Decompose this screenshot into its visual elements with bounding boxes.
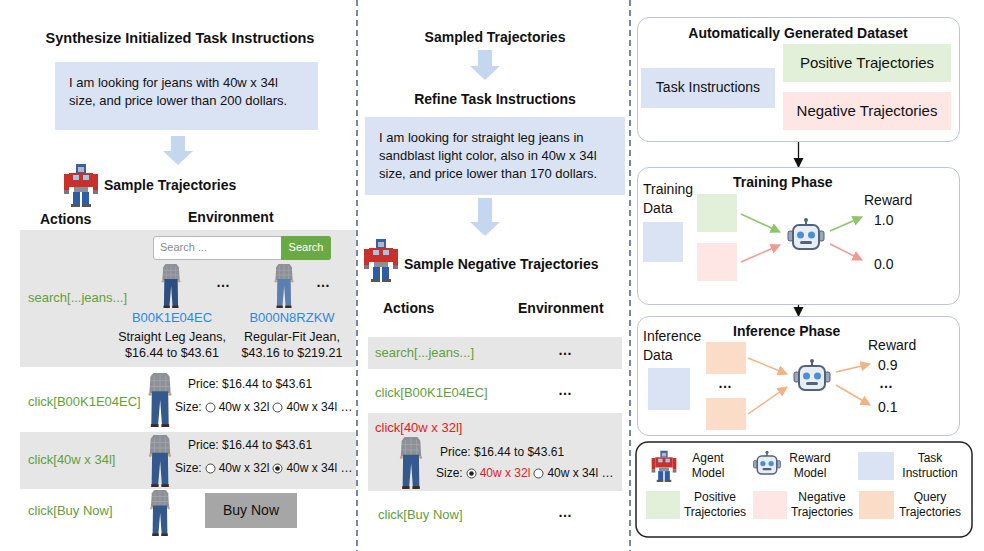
instruction-text: I am looking for jeans with 40w x 34l si… xyxy=(69,74,304,110)
legend-swatch xyxy=(753,491,787,519)
panel-title: Inference Phase xyxy=(733,323,840,341)
ellipsis: … xyxy=(558,342,573,358)
price-text: Price: $16.44 to $43.61 xyxy=(440,445,564,460)
product-id: B000N8RZKW xyxy=(233,310,351,326)
trajectory-step-band: search[...jeans...] B00K1E04EC Straight Le… xyxy=(20,230,356,367)
legend-text: Query Trajectories xyxy=(896,490,964,520)
product-id: B00K1E04EC xyxy=(113,310,231,326)
instruction-text: I am looking for straight leg jeans in s… xyxy=(379,129,611,183)
legend-text: Positive Trajectories xyxy=(682,490,748,520)
reward-value: 0.1 xyxy=(878,399,897,417)
button-text: Search xyxy=(289,241,324,255)
action-text: click[B00K1E04EC] xyxy=(28,394,141,410)
legend-text: Negative Trajectories xyxy=(789,490,855,520)
step-title: Sample Negative Trajectories xyxy=(404,256,599,274)
size-option: 40w x 34l … xyxy=(286,400,352,415)
size-option: 40w x 34l … xyxy=(286,461,352,476)
negative-step-band: click[40w x 32l] Price: $16.44 to $43.61S… xyxy=(368,413,622,491)
item-text: Negative Trajectories xyxy=(797,102,938,121)
step-title: Refine Task Instructions xyxy=(365,91,625,109)
ellipsis: … xyxy=(558,504,573,520)
price-text: Price: $16.44 to $43.61 xyxy=(188,438,312,453)
radio-unchecked xyxy=(205,402,216,413)
flow-arrow xyxy=(798,305,799,316)
refined-instruction-box: I am looking for straight leg jeans in s… xyxy=(365,117,625,195)
item-text: Task Instructions xyxy=(656,79,760,97)
action-text: click[B00K1E04EC] xyxy=(375,385,488,401)
size-options: Size: 40w x 32l 40w x 34l … xyxy=(175,400,352,415)
step-title: Sample Trajectories xyxy=(104,177,236,195)
size-option: 40w x 32l xyxy=(219,461,270,476)
action-text: click[40w x 32l] xyxy=(375,420,462,436)
data-text: Inference Data xyxy=(643,327,709,365)
legend-text: Task Instruction xyxy=(896,451,964,481)
size-option: Size: xyxy=(175,400,202,415)
ellipsis: … xyxy=(216,274,231,290)
phase-panel: Inference PhaseInference Data…Reward0.9…… xyxy=(637,316,960,436)
action-text: click[Buy Now] xyxy=(378,507,463,523)
size-options: Size: 40w x 32l 40w x 34l … xyxy=(436,466,613,481)
radio-unchecked xyxy=(272,402,283,413)
size-option: 40w x 32l xyxy=(219,400,270,415)
size-option: 40w x 34l … xyxy=(547,466,613,481)
panel-title: Training Phase xyxy=(733,174,833,192)
legend-text: Reward Model xyxy=(783,451,837,481)
column-title: Sampled Trajectories xyxy=(365,29,625,47)
reward-value: 0.0 xyxy=(874,256,893,274)
placeholder-text: Search ... xyxy=(160,241,207,255)
reward-value: 0.9 xyxy=(878,357,897,375)
legend-swatch xyxy=(858,452,894,480)
legend-swatch xyxy=(859,491,894,519)
flow-arrow xyxy=(798,142,799,167)
legend-swatch xyxy=(646,491,680,519)
column-header: Actions xyxy=(40,211,91,229)
legend-text: Agent Model xyxy=(683,451,733,481)
size-options: Size: 40w x 32l 40w x 34l … xyxy=(175,461,352,476)
buy-now-button: Buy Now xyxy=(205,493,297,528)
data-text: Training Data xyxy=(643,180,705,218)
product-text: Straight Leg Jeans, $16.44 to $43.61 xyxy=(113,329,231,361)
dataset-panel: Automatically Generated DatasetTask Inst… xyxy=(637,17,960,142)
action-text: click[40w x 34l] xyxy=(28,452,115,468)
negative-step-band: search[...jeans...] … xyxy=(368,337,622,369)
dataset-item: Task Instructions xyxy=(641,68,775,108)
item-text: Positive Trajectories xyxy=(800,54,934,73)
column-title: Synthesize Initialized Task Instructions xyxy=(8,29,352,47)
size-option: Size: xyxy=(436,466,463,481)
action-text: search[...jeans...] xyxy=(375,345,474,361)
search-input: Search ... Search xyxy=(153,236,331,260)
action-text: click[Buy Now] xyxy=(28,503,113,519)
ellipsis: … xyxy=(718,375,733,391)
radio-unchecked xyxy=(205,463,216,474)
reward-header: Reward xyxy=(864,192,912,210)
price-text: Price: $16.44 to $43.61 xyxy=(188,377,312,392)
radio-checked xyxy=(272,463,283,474)
column-header: Environment xyxy=(518,300,604,318)
button-text: Buy Now xyxy=(223,502,279,520)
reward-value: 1.0 xyxy=(874,212,893,230)
reward-header: Reward xyxy=(868,337,916,355)
column-header: Environment xyxy=(188,209,274,227)
size-option: 40w x 32l xyxy=(480,466,531,481)
size-option: Size: xyxy=(175,461,202,476)
action-text: search[...jeans...] xyxy=(28,290,127,306)
phase-panel: Training Phase Training Data Reward 1.0 0.0 xyxy=(637,167,960,305)
dataset-item: Negative Trajectories xyxy=(783,92,951,130)
column-header: Actions xyxy=(383,300,434,318)
ellipsis: … xyxy=(879,375,894,391)
radio-checked xyxy=(466,468,477,479)
dataset-item: Positive Trajectories xyxy=(783,44,951,82)
trajectory-step-band: click[40w x 34l] Price: $16.44 to $43.61S… xyxy=(20,432,356,489)
ellipsis: … xyxy=(316,274,331,290)
product-text: Regular-Fit Jean, $43.16 to $219.21 xyxy=(233,329,351,361)
radio-unchecked xyxy=(533,468,544,479)
panel-title: Automatically Generated Dataset xyxy=(638,25,958,43)
search-button: Search xyxy=(281,236,331,260)
ellipsis: … xyxy=(558,382,573,398)
task-instruction-box: I am looking for jeans with 40w x 34l si… xyxy=(55,62,318,130)
